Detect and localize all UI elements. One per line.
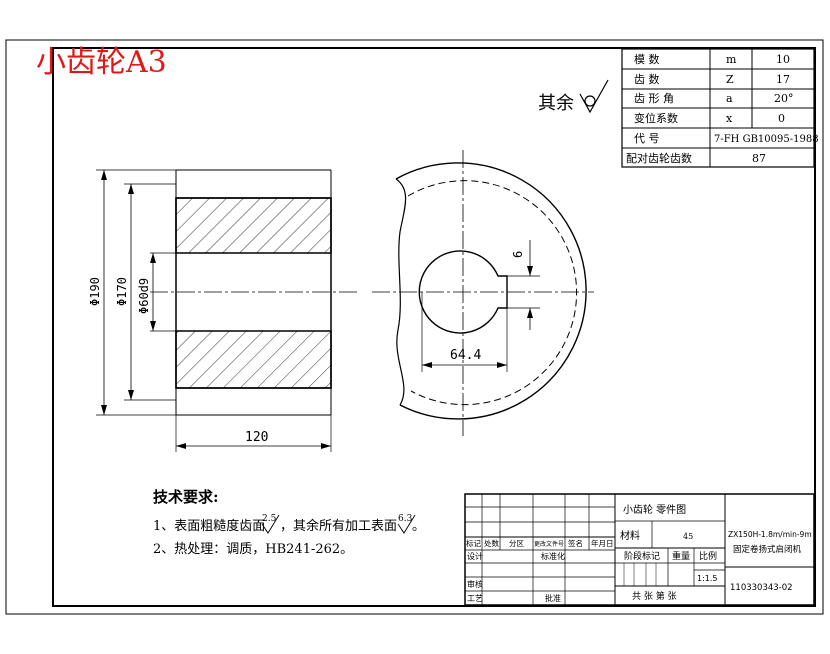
tb-material-label: 材料	[620, 529, 640, 542]
tb-product-sub: 固定卷扬式启闭机	[733, 544, 802, 555]
tb-product-name: ZX150H-1.8m/min-9m	[728, 530, 812, 539]
tb-standard: 标准化	[541, 551, 565, 561]
roughness-symbol-icon	[261, 514, 416, 534]
param-symbol-shift: x	[726, 112, 733, 125]
tech-line1-b: ，其余所有加工表面	[280, 518, 397, 534]
tb-rev-count: 处数	[484, 538, 499, 548]
param-name-mating: 配对齿轮齿数	[626, 151, 692, 165]
tb-stage-label: 阶段标记	[624, 550, 660, 562]
param-value-shift: 0	[778, 112, 785, 125]
roughness-symbol-icon	[579, 79, 609, 114]
dim-width: 120	[245, 430, 268, 445]
param-symbol-teeth: Z	[726, 73, 734, 86]
tb-check: 审核	[467, 579, 483, 589]
end-view: 6 64.4	[372, 150, 594, 436]
tech-line2: 2、热处理：调质，HB241-262。	[153, 542, 353, 557]
tb-rev-sign: 签名	[568, 538, 583, 548]
title-block	[464, 493, 815, 606]
tech-line1-a: 1、表面粗糙度齿面	[153, 518, 265, 534]
tech-requirements: 技术要求: 1、表面粗糙度齿面 2.5 ，其余所有加工表面 6.3 。 2、热处…	[153, 488, 425, 557]
param-name-module: 模 数	[634, 53, 660, 66]
param-name-code: 代 号	[634, 132, 660, 145]
param-symbol-module: m	[726, 53, 737, 66]
tb-design: 设计	[467, 551, 483, 561]
param-value-teeth: 17	[776, 73, 790, 86]
param-name-shift: 变位系数	[634, 111, 678, 125]
gear-param-table: 模 数 m 10 齿 数 Z 17 齿 形 角 a 20° 变位系数 x 0 代…	[621, 48, 819, 168]
inner-border	[52, 47, 816, 607]
drawing-title: 小齿轮A3	[36, 45, 167, 80]
tb-material-value: 45	[683, 532, 693, 541]
tech-line1-c: 。	[412, 519, 425, 534]
param-name-teeth: 齿 数	[634, 73, 660, 86]
tech-heading: 技术要求:	[153, 488, 219, 506]
tb-ratio-label: 比例	[699, 550, 717, 562]
tb-part-name: 小齿轮 零件图	[623, 503, 686, 516]
outer-border	[5, 39, 824, 615]
tb-rev-zone: 分区	[509, 539, 524, 548]
dim-keyway-depth: 64.4	[450, 348, 481, 363]
param-value-mating: 87	[752, 152, 766, 165]
section-view: 120 Φ190 Φ170 Φ60d9	[88, 169, 360, 452]
dim-outer-dia: Φ190	[88, 277, 102, 306]
hatch-top	[175, 197, 332, 254]
tb-rev-date: 年月日	[591, 538, 614, 548]
tb-rev-doc: 更改文件号	[534, 540, 564, 548]
tb-weight-label: 重量	[672, 550, 690, 562]
dim-root-dia: Φ170	[115, 277, 129, 306]
dim-keyway-width: 6	[511, 251, 525, 258]
tech-roughness-1: 2.5	[262, 514, 277, 524]
param-symbol-angle: a	[726, 92, 733, 105]
tb-approve: 批准	[545, 593, 561, 603]
param-value-module: 10	[776, 53, 790, 66]
tb-sheets: 共 张 第 张	[632, 590, 677, 602]
param-symbol-code: 7-FH GB10095-1988	[714, 134, 819, 145]
param-name-angle: 齿 形 角	[634, 92, 674, 105]
tech-roughness-2: 6.3	[398, 514, 413, 524]
surface-note: 其余	[538, 93, 574, 114]
tb-drawing-no: 110330343-02	[730, 583, 793, 593]
hatch-bottom	[175, 330, 332, 389]
dim-bore-dia: Φ60d9	[137, 278, 151, 314]
tb-scale: 1:1.5	[697, 574, 718, 583]
param-value-angle: 20°	[774, 92, 794, 105]
tb-process: 工艺	[467, 594, 483, 603]
tb-rev-mark: 标记	[466, 538, 481, 548]
